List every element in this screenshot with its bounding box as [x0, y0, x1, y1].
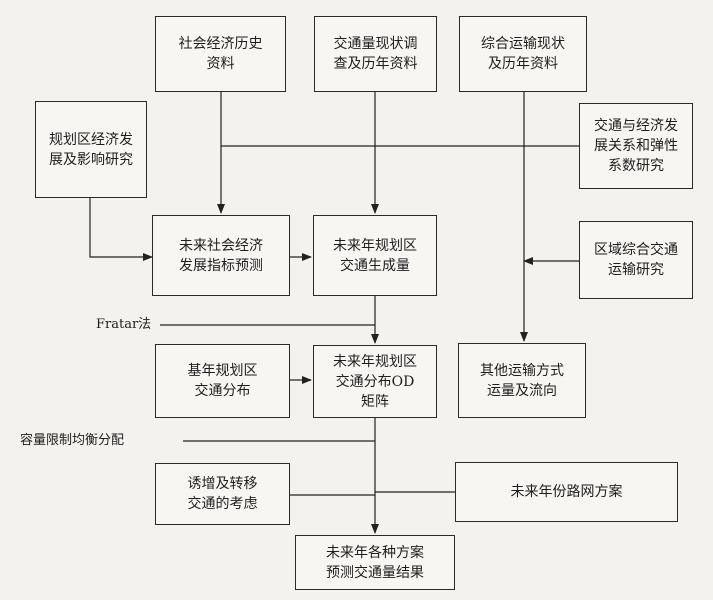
node-base-distribution: 基年规划区 交通分布 — [155, 344, 290, 418]
node-transport-status: 综合运输现状 及历年资料 — [459, 16, 587, 92]
node-socio-history: 社会经济历史 资料 — [155, 16, 286, 92]
label-fratar: Fratar法 — [96, 317, 152, 332]
arrow-region-econ — [89, 198, 153, 261]
node-future-generation: 未来年规划区 交通生成量 — [313, 215, 437, 296]
node-other-modes: 其他运输方式 运量及流向 — [458, 343, 586, 418]
node-induced-transfer: 诱增及转移 交通的考虑 — [155, 463, 290, 525]
node-region-transport: 区域综合交通 运输研究 — [579, 221, 693, 299]
node-econ-relation: 交通与经济发 展关系和弹性 系数研究 — [579, 103, 693, 189]
node-future-indicators: 未来社会经济 发展指标预测 — [152, 215, 290, 296]
label-capacity-assignment: 容量限制均衡分配 — [20, 433, 125, 448]
node-region-econ: 规划区经济发 展及影响研究 — [35, 101, 147, 198]
node-future-od: 未来年规划区 交通分布OD 矩阵 — [313, 345, 437, 418]
node-future-network: 未来年份路网方案 — [455, 462, 678, 522]
node-final-result: 未来年各种方案 预测交通量结果 — [295, 535, 455, 590]
node-traffic-status: 交通量现状调 查及历年资料 — [314, 16, 437, 92]
